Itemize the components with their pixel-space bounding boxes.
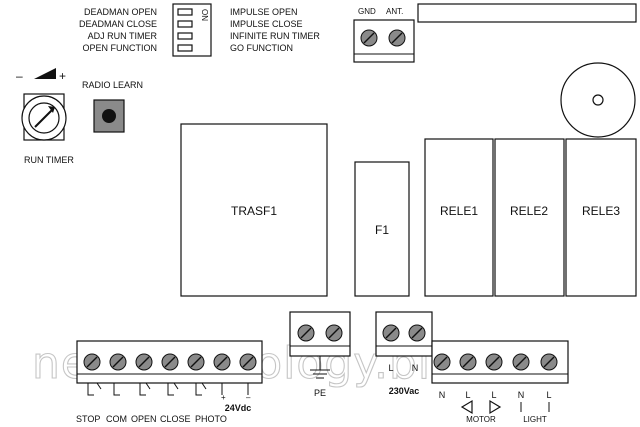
- relay-2-label: RELE2: [510, 204, 548, 218]
- radio-learn-button-cap: [102, 109, 116, 123]
- relay-3: [565, 138, 637, 297]
- mains-screw-l: [382, 324, 400, 342]
- buzzer: [560, 62, 636, 138]
- gnd-screw: [360, 29, 378, 47]
- input-label-stop: STOP: [76, 414, 100, 424]
- mains-voltage-label: 230Vac: [389, 386, 420, 396]
- mains-l-label: L: [388, 363, 393, 373]
- input-screw-close: [161, 353, 179, 371]
- pe-screw-1: [297, 324, 315, 342]
- dip-switch-lever-4: [177, 44, 193, 52]
- motor-l1-label: L: [465, 390, 470, 400]
- output-terminal: N L L N L MOTOR LIGHT: [431, 340, 569, 424]
- gnd-label: GND: [358, 7, 376, 16]
- light-n-label: N: [518, 390, 525, 400]
- input-screw-com: [109, 353, 127, 371]
- dip-left-label-3: ADJ RUN TIMER: [88, 31, 158, 41]
- input-switch-symbols: [87, 382, 249, 396]
- dip-switch-lever-2: [177, 20, 193, 28]
- relay-2: [494, 138, 565, 297]
- fuse: F1: [354, 161, 410, 297]
- dip-right-label-4: GO FUNCTION: [230, 43, 293, 53]
- buzzer-center: [592, 94, 604, 106]
- output-screw-motor-l1: [459, 353, 477, 371]
- run-timer-label: RUN TIMER: [24, 155, 74, 165]
- fuse-label: F1: [375, 223, 389, 237]
- input-minus-label: –: [246, 393, 251, 402]
- dip-left-label-2: DEADMAN CLOSE: [79, 19, 157, 29]
- light-label: LIGHT: [523, 415, 547, 424]
- output-screw-motor-l2: [485, 353, 503, 371]
- dip-on-label: ON: [200, 9, 209, 21]
- input-label-photo: PHOTO: [195, 414, 227, 424]
- label-strip: [417, 3, 637, 23]
- ant-screw: [388, 29, 406, 47]
- ground-icon: [310, 356, 330, 379]
- motor-left-arrow-icon: [460, 399, 473, 415]
- dip-left-label-4: OPEN FUNCTION: [82, 43, 157, 53]
- dip-switch-lever-1: [177, 8, 193, 16]
- dip-switch-lever-3: [177, 32, 193, 40]
- ant-label: ANT.: [386, 7, 403, 16]
- input-screw-minus: [239, 353, 257, 371]
- dip-left-label-1: DEADMAN OPEN: [84, 7, 157, 17]
- transformer: TRASF1: [180, 123, 328, 297]
- motor-right-arrow-icon: [489, 399, 502, 415]
- motor-n-label: N: [439, 390, 446, 400]
- output-screw-light-n: [512, 353, 530, 371]
- fuse-body: [354, 161, 410, 297]
- run-timer-arrow-icon: [48, 106, 55, 113]
- transformer-label: TRASF1: [231, 204, 277, 218]
- input-screw-plus: [213, 353, 231, 371]
- input-voltage-label: 24Vdc: [225, 403, 252, 413]
- radio-learn: RADIO LEARN: [82, 80, 143, 133]
- relay-3-label: RELE3: [582, 204, 620, 218]
- mains-n-label: N: [412, 363, 419, 373]
- light-l-label: L: [546, 390, 551, 400]
- motor-l2-label: L: [491, 390, 496, 400]
- input-label-close: CLOSE: [160, 414, 191, 424]
- pe-label: PE: [314, 388, 326, 398]
- run-timer: – + RUN TIMER: [16, 68, 74, 165]
- input-label-open: OPEN: [131, 414, 157, 424]
- dip-right-label-2: IMPULSE CLOSE: [230, 19, 303, 29]
- output-screw-motor-n: [433, 353, 451, 371]
- input-terminal: + – 24Vdc STOP COM OPEN CLOSE PHOTO: [76, 340, 263, 424]
- run-timer-ramp-icon: [34, 68, 56, 79]
- pe-terminal: PE: [289, 311, 351, 398]
- input-screw-photo: [187, 353, 205, 371]
- input-plus-label: +: [221, 393, 226, 402]
- dip-right-label-1: IMPULSE OPEN: [230, 7, 298, 17]
- mains-screw-n: [408, 324, 426, 342]
- transformer-body: [180, 123, 328, 297]
- motor-label: MOTOR: [466, 415, 496, 424]
- dip-right-label-3: INFINITE RUN TIMER: [230, 31, 320, 41]
- run-timer-plus: +: [59, 69, 66, 83]
- run-timer-minus: –: [16, 69, 23, 83]
- input-screw-stop: [83, 353, 101, 371]
- pe-screw-2: [325, 324, 343, 342]
- input-label-com: COM: [106, 414, 127, 424]
- dip-switch: ON DEADMAN OPEN DEADMAN CLOSE ADJ RUN TI…: [79, 3, 320, 57]
- radio-learn-label: RADIO LEARN: [82, 80, 143, 90]
- input-screw-open: [135, 353, 153, 371]
- output-screw-light-l: [540, 353, 558, 371]
- relay-1: [424, 138, 494, 297]
- relays: RELE1 RELE2 RELE3: [424, 138, 637, 297]
- relay-1-label: RELE1: [440, 204, 478, 218]
- mains-terminal: L N 230Vac: [375, 311, 433, 396]
- gnd-ant-terminal: GND ANT.: [353, 7, 415, 63]
